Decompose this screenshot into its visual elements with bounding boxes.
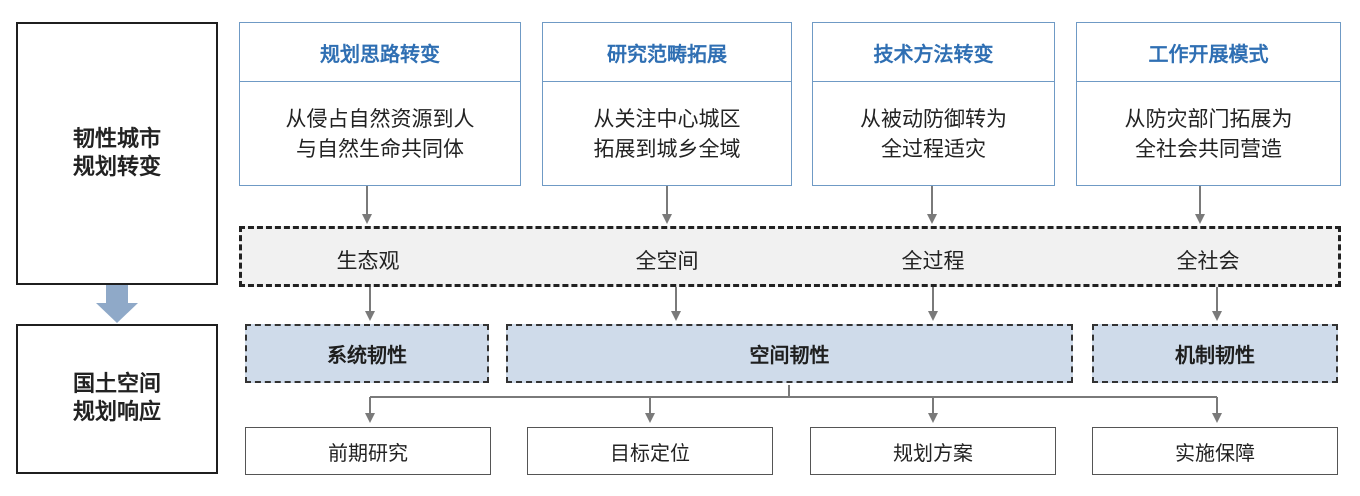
column-2-line-2: 拓展到城乡全域	[593, 136, 741, 161]
big-down-arrow-icon	[96, 285, 138, 323]
left-bottom-box: 国土空间 规划响应	[16, 324, 218, 474]
column-1-line-2: 与自然生命共同体	[296, 136, 464, 161]
output-1: 前期研究	[245, 427, 491, 475]
column-2-title: 研究范畴拓展	[542, 22, 792, 82]
column-4-line-1: 从防灾部门拓展为	[1124, 106, 1293, 131]
output-3: 规划方案	[810, 427, 1056, 475]
column-4-title: 工作开展模式	[1076, 22, 1341, 82]
column-2-body: 从关注中心城区 拓展到城乡全域	[542, 82, 792, 186]
column-2-line-1: 从关注中心城区	[593, 106, 741, 131]
left-top-line-2: 规划转变	[72, 154, 161, 180]
band-label-1: 生态观	[336, 249, 400, 273]
resilience-space: 空间韧性	[506, 324, 1073, 383]
perspective-band	[239, 226, 1341, 287]
column-4-line-2: 全社会共同营造	[1135, 136, 1282, 161]
output-2: 目标定位	[527, 427, 773, 475]
column-3-body: 从被动防御转为 全过程适灾	[812, 82, 1055, 186]
band-label-4: 全社会	[1176, 249, 1240, 273]
band-label-2: 全空间	[635, 249, 699, 273]
column-3-line-2: 全过程适灾	[881, 136, 986, 161]
left-bottom-line-2: 规划响应	[72, 400, 161, 425]
resilience-system: 系统韧性	[245, 324, 489, 383]
output-4: 实施保障	[1092, 427, 1338, 475]
resilience-mechanism: 机制韧性	[1092, 324, 1338, 383]
column-3-line-1: 从被动防御转为	[860, 106, 1007, 131]
left-top-box: 韧性城市 规划转变	[16, 22, 218, 285]
column-1-body: 从侵占自然资源到人 与自然生命共同体	[239, 82, 521, 186]
column-1-title: 规划思路转变	[239, 22, 521, 82]
left-top-line-1: 韧性城市	[72, 126, 161, 152]
band-label-3: 全过程	[901, 249, 965, 273]
left-bottom-line-1: 国土空间	[72, 372, 161, 397]
column-4-body: 从防灾部门拓展为 全社会共同营造	[1076, 82, 1341, 186]
column-3-title: 技术方法转变	[812, 22, 1055, 82]
column-1-line-1: 从侵占自然资源到人	[285, 106, 475, 131]
